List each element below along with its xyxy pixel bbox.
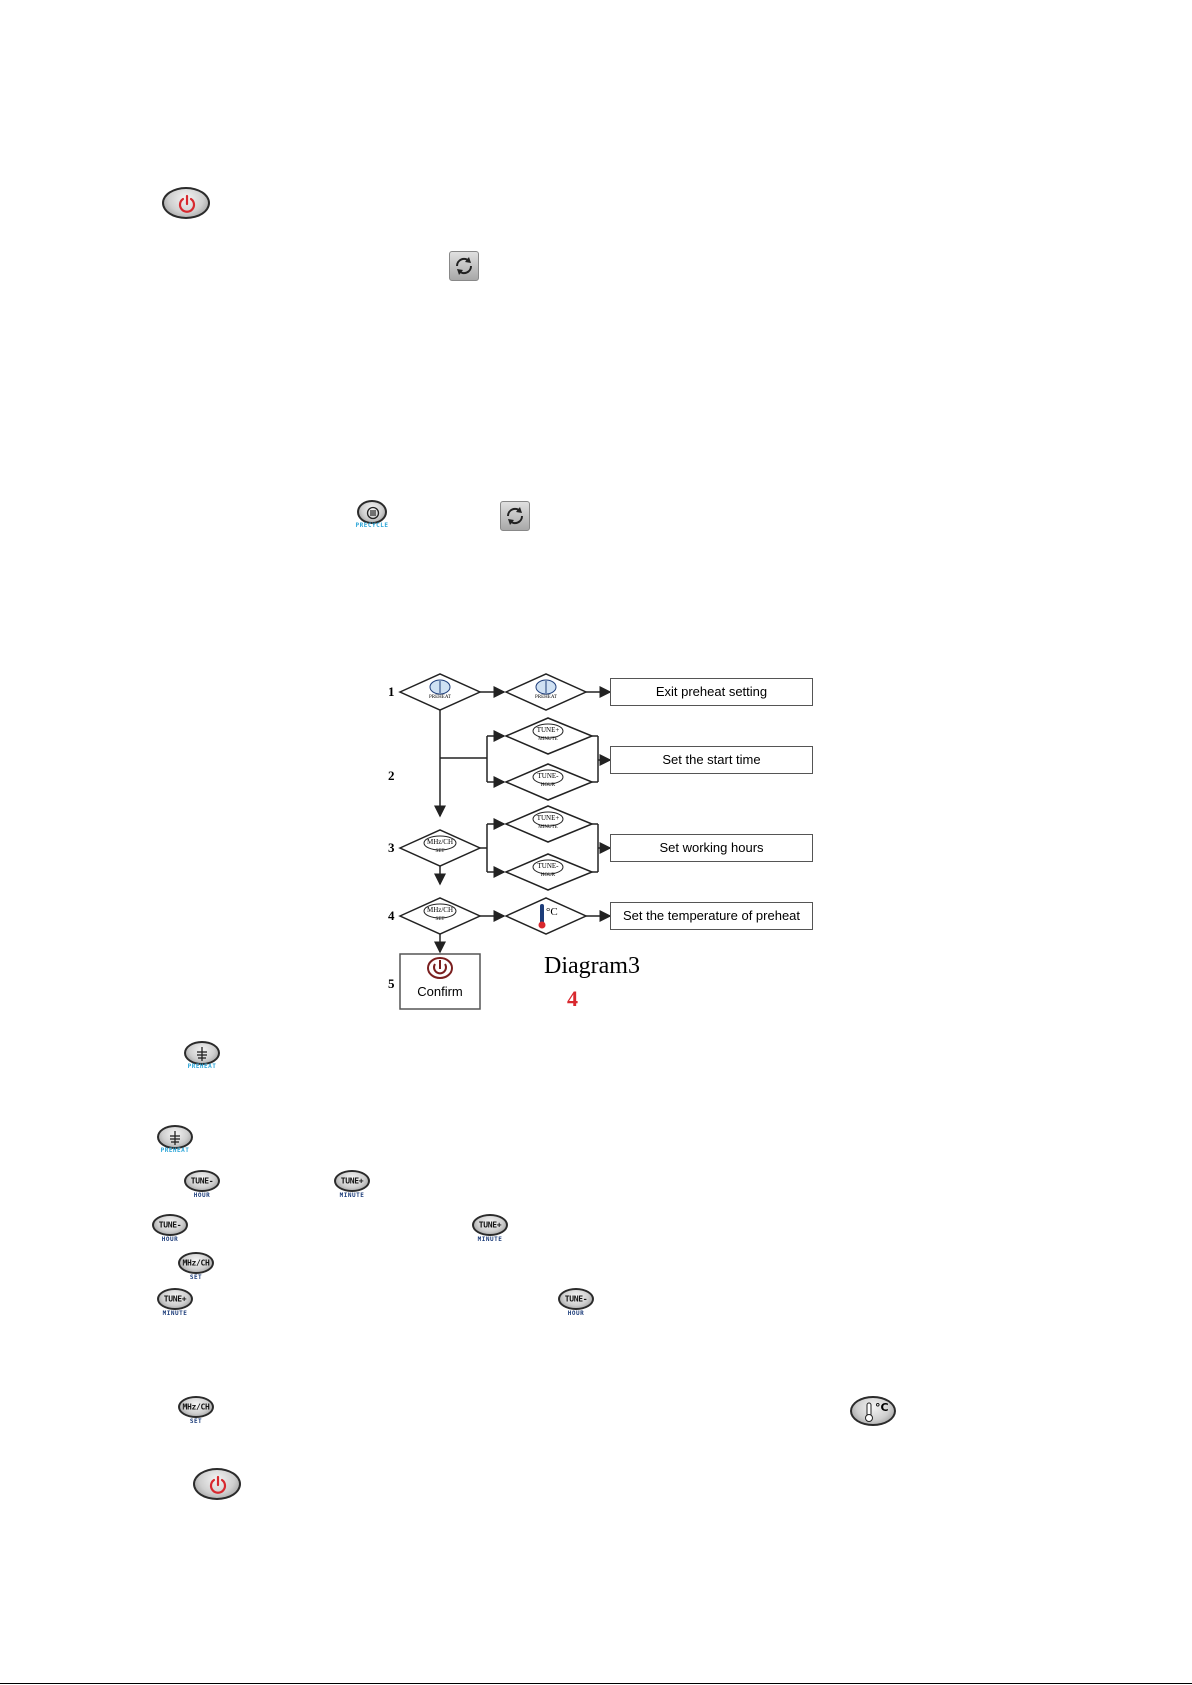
preheat-sublabel-2: PREHEAT — [160, 1147, 190, 1154]
diamond-label-tune-plus-2: TUNE+ — [536, 814, 560, 822]
tune-minus-button-2[interactable]: TUNE- — [152, 1214, 188, 1236]
preheat-button-2[interactable] — [157, 1125, 193, 1149]
step-number-5: 5 — [388, 976, 395, 991]
tune-plus-button-1[interactable]: TUNE+ — [334, 1170, 370, 1192]
temperature-button[interactable]: °C — [850, 1396, 896, 1426]
hour-sublabel-2: HOUR — [161, 1236, 179, 1243]
diamond-label-tune-minus-1: TUNE- — [537, 772, 559, 780]
celsius-label: °C — [875, 1401, 889, 1414]
diamond-label-celsius: °C — [546, 906, 558, 918]
box-temperature: Set the temperature of preheat — [610, 902, 813, 930]
diamond-label-tune-plus-1: TUNE+ — [536, 726, 560, 734]
step-number-4: 4 — [388, 908, 395, 923]
mhz-ch-label: MHz/CH — [182, 1258, 210, 1268]
mhz-ch-label: MHz/CH — [182, 1402, 210, 1412]
thermometer-icon — [865, 1402, 873, 1422]
diamond-tune-plus-2 — [504, 805, 594, 843]
diamond-label-set-1: SET — [435, 849, 445, 854]
diamond-label-minute-2: MINUTE — [538, 825, 558, 830]
diagram-connectors — [398, 673, 612, 1010]
diamond-mhz-ch-1 — [398, 829, 482, 867]
diamond-temperature — [504, 897, 588, 935]
diamond-tune-plus-1 — [504, 717, 594, 755]
precycle-icon — [366, 506, 380, 520]
box-working-hours: Set working hours — [610, 834, 813, 862]
tune-minus-button-3[interactable]: TUNE- — [558, 1288, 594, 1310]
power-button-bottom[interactable] — [193, 1468, 241, 1500]
diamond-tune-minus-2 — [504, 853, 594, 891]
tune-minus-label: TUNE- — [190, 1176, 214, 1186]
power-icon — [209, 1475, 227, 1494]
preheat-sublabel-1: PREHEAT — [187, 1063, 217, 1070]
tune-plus-label: TUNE+ — [340, 1176, 364, 1186]
precycle-sublabel: PRECYCLE — [355, 522, 389, 529]
diamond-label-preheat-1: PREHEAT — [429, 695, 451, 700]
diamond-label-hour-1: HOUR — [540, 783, 556, 788]
mhz-ch-button-1[interactable]: MHz/CH — [178, 1252, 214, 1274]
tune-minus-button-1[interactable]: TUNE- — [184, 1170, 220, 1192]
cycle-icon — [506, 507, 524, 525]
preheat-icon — [170, 1131, 180, 1145]
diagram-title: Diagram3 — [544, 953, 640, 979]
diamond-label-set-2: SET — [435, 917, 445, 922]
preheat-icon — [197, 1047, 207, 1061]
tune-plus-button-3[interactable]: TUNE+ — [157, 1288, 193, 1310]
minute-sublabel-3: MINUTE — [162, 1310, 188, 1317]
diagram-3: PREHEAT PREHEAT TUNE+ MINUTE TUNE- HOUR … — [380, 664, 825, 1014]
tune-minus-label: TUNE- — [158, 1220, 182, 1230]
confirm-box — [399, 953, 481, 1010]
box-exit-preheat: Exit preheat setting — [610, 678, 813, 706]
diamond-preheat-2 — [504, 673, 588, 711]
hour-sublabel-1: HOUR — [193, 1192, 211, 1199]
tune-plus-label: TUNE+ — [163, 1294, 187, 1304]
step-number-1: 1 — [388, 684, 395, 699]
precycle-button[interactable] — [357, 500, 387, 524]
diamond-label-minute-1: MINUTE — [538, 737, 558, 742]
tune-minus-label: TUNE- — [564, 1294, 588, 1304]
step-number-2: 2 — [388, 768, 395, 783]
hour-sublabel-3: HOUR — [567, 1310, 585, 1317]
power-button-top[interactable] — [162, 187, 210, 219]
set-sublabel-2: SET — [189, 1418, 203, 1425]
diamond-mhz-ch-2 — [398, 897, 482, 935]
cycle-button-1[interactable] — [449, 251, 479, 281]
diamond-label-preheat-2: PREHEAT — [535, 695, 557, 700]
diamond-label-mhz-ch-2: MHz/CH — [426, 906, 454, 914]
mhz-ch-button-2[interactable]: MHz/CH — [178, 1396, 214, 1418]
diamond-label-tune-minus-2: TUNE- — [537, 862, 559, 870]
minute-sublabel-2: MINUTE — [477, 1236, 503, 1243]
set-sublabel-1: SET — [189, 1274, 203, 1281]
cycle-icon — [455, 257, 473, 275]
box-confirm-label: Confirm — [417, 984, 463, 999]
step-number-3: 3 — [388, 840, 395, 855]
diamond-label-mhz-ch-1: MHz/CH — [426, 838, 454, 846]
tune-plus-button-2[interactable]: TUNE+ — [472, 1214, 508, 1236]
diamond-label-hour-2: HOUR — [540, 873, 556, 878]
diagram-number: 4 — [567, 986, 578, 1011]
diamond-tune-minus-1 — [504, 763, 594, 801]
preheat-button-1[interactable] — [184, 1041, 220, 1065]
diamond-preheat-1 — [398, 673, 482, 711]
footer-rule — [0, 1683, 1192, 1684]
box-start-time: Set the start time — [610, 746, 813, 774]
power-icon — [178, 194, 196, 213]
power-icon — [427, 957, 453, 979]
minute-sublabel-1: MINUTE — [339, 1192, 365, 1199]
tune-plus-label: TUNE+ — [478, 1220, 502, 1230]
cycle-button-2[interactable] — [500, 501, 530, 531]
